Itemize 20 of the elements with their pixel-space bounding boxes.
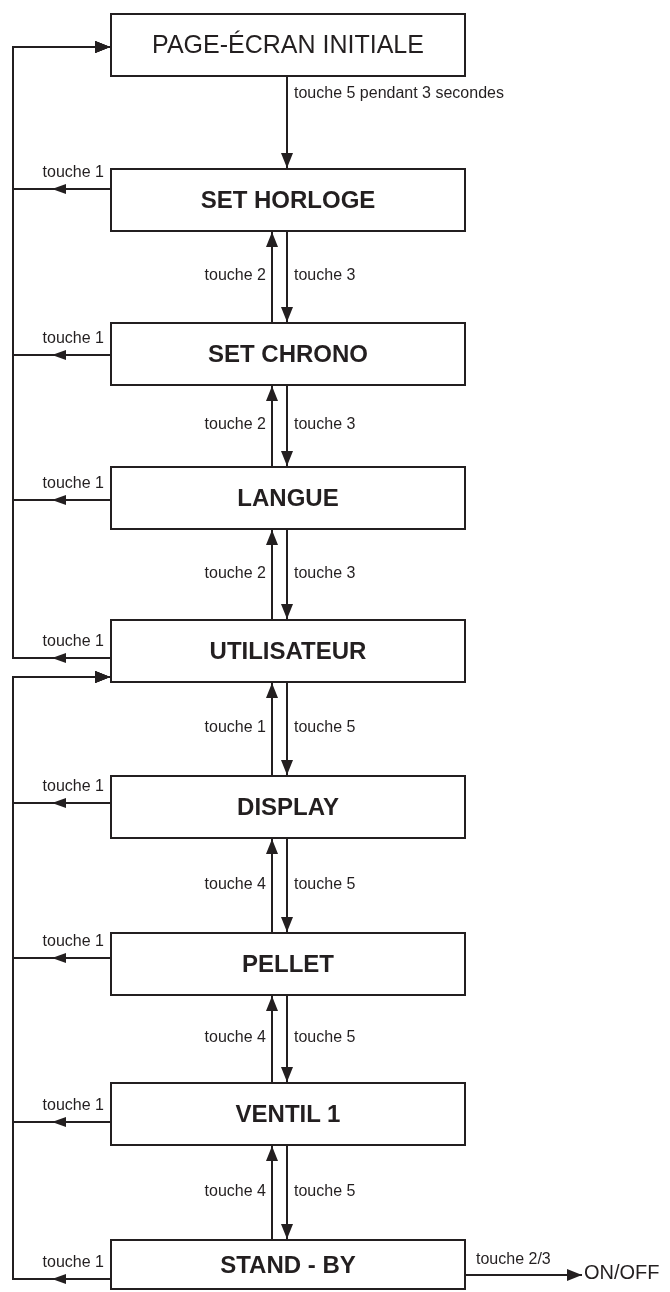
state-box (110, 775, 466, 839)
state-box (110, 322, 466, 386)
state-box (110, 13, 466, 77)
state-box (110, 619, 466, 683)
state-box (110, 1082, 466, 1146)
box-title: VENTIL 1 (235, 1099, 341, 1129)
box-title: STAND - BY (220, 1249, 356, 1280)
output-label: ON/OFF (584, 1262, 660, 1282)
box-title: UTILISATEUR (209, 636, 367, 666)
box-title: SET HORLOGE (200, 185, 376, 215)
state-box (110, 466, 466, 530)
edge-label: touche 5 pendant 3 secondes (294, 83, 504, 103)
box-title: PELLET (242, 949, 334, 979)
state-box (110, 932, 466, 996)
box-title: SET CHRONO (208, 339, 368, 369)
state-box (110, 1239, 466, 1290)
box-title: LANGUE (237, 483, 339, 513)
box-title: PAGE-ÉCRAN INITIALE (152, 29, 424, 61)
state-box (110, 168, 466, 232)
box-title: DISPLAY (237, 792, 339, 822)
